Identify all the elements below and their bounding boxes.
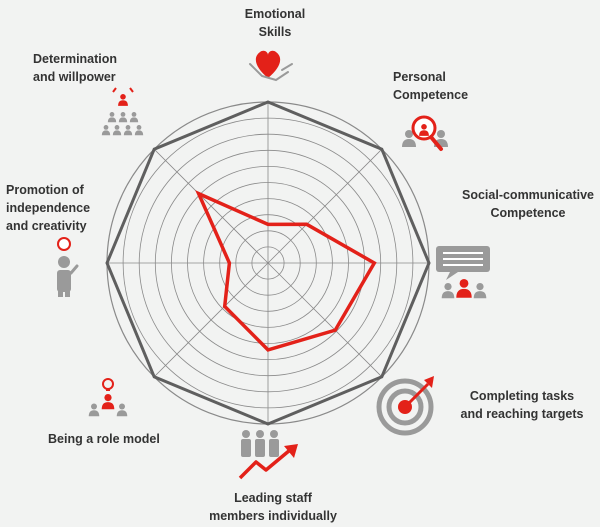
axis-label-promotion-of-independence: Promotion of independence and creativity [6,183,91,233]
person-body [473,291,487,299]
person-body [123,130,133,136]
axis-icons [57,50,490,480]
person-head [120,94,126,100]
person-body [456,288,472,298]
axis-label-emotional-skills: Emotional Skills [244,7,306,39]
person-leg [65,291,70,297]
person-body [402,139,416,147]
axis-spoke [267,262,383,378]
person-torso [57,270,71,292]
target-middle-ring [386,388,424,426]
raised-arms [112,87,134,93]
team-head [256,430,264,438]
person-body [107,117,117,123]
team-body [241,439,251,457]
person-head [444,283,452,291]
magnifier-handle [429,135,443,151]
person-body [118,117,128,123]
axis-label-personal-competence: Personal Competence [393,70,469,102]
team-head [242,430,250,438]
person-head [131,112,137,117]
idea-leader-icon [88,378,128,417]
person-body [112,130,122,136]
team-growth-arrow-icon [238,430,298,480]
person-body [419,130,429,136]
target-outer-ring [376,378,434,436]
person-head [125,125,131,130]
person-body [101,402,115,410]
person-head [437,130,445,138]
person-leg [58,291,63,297]
team-body [269,439,279,457]
person-head [114,125,120,130]
idea-bulb [57,237,71,251]
person-head [136,125,142,130]
radar-series [105,100,431,426]
person-head [119,403,125,410]
hand-shape [249,63,289,82]
person-head [91,403,97,410]
axis-spoke [153,262,269,378]
heart-shape [255,50,281,78]
person-head [104,394,112,402]
person-head [421,124,427,130]
person-head [103,125,109,130]
arrow-shaft [403,382,430,409]
person-idea-icon [57,237,79,297]
axis-label-social-communicative-competence: Social-communicative Competence [462,188,594,220]
speech-bubble-tail [446,272,458,280]
axis-label-completing-tasks: Completing tasks and reaching targets [460,389,584,421]
person-body [118,100,128,106]
person-body [441,291,455,299]
axis-label-leading-staff: Leading staff members individually [209,491,337,523]
person-body [134,130,144,136]
axis-label-role-model: Being a role model [48,432,160,446]
axis-label-determination: Determination and willpower [33,52,118,84]
person-body [116,410,128,417]
magnifier-on-person-icon [402,115,448,151]
hand-finger [281,63,293,71]
person-head [459,279,469,288]
axis-spoke [267,148,383,264]
person-head [120,112,126,117]
team-body [255,439,265,457]
growth-arrow [238,448,292,480]
person-head [405,130,413,138]
person-body [88,410,100,417]
outer-series-line [105,100,431,426]
person-arm [69,264,79,275]
leader-on-podium-icon [101,87,144,136]
growth-arrow-head [284,444,298,458]
speech-bubble-people-icon [436,246,490,299]
person-body [101,130,111,136]
person-head [476,283,484,291]
arrow-fletching [424,376,434,388]
person-body [129,117,139,123]
team-head [270,430,278,438]
axis-spoke [153,148,269,264]
person-head [109,112,115,117]
idea-bulb [102,378,114,390]
score-series-line [195,190,377,352]
heart-in-hand-icon [249,50,293,82]
target-arrow-icon [376,376,434,436]
person-head [58,256,70,268]
